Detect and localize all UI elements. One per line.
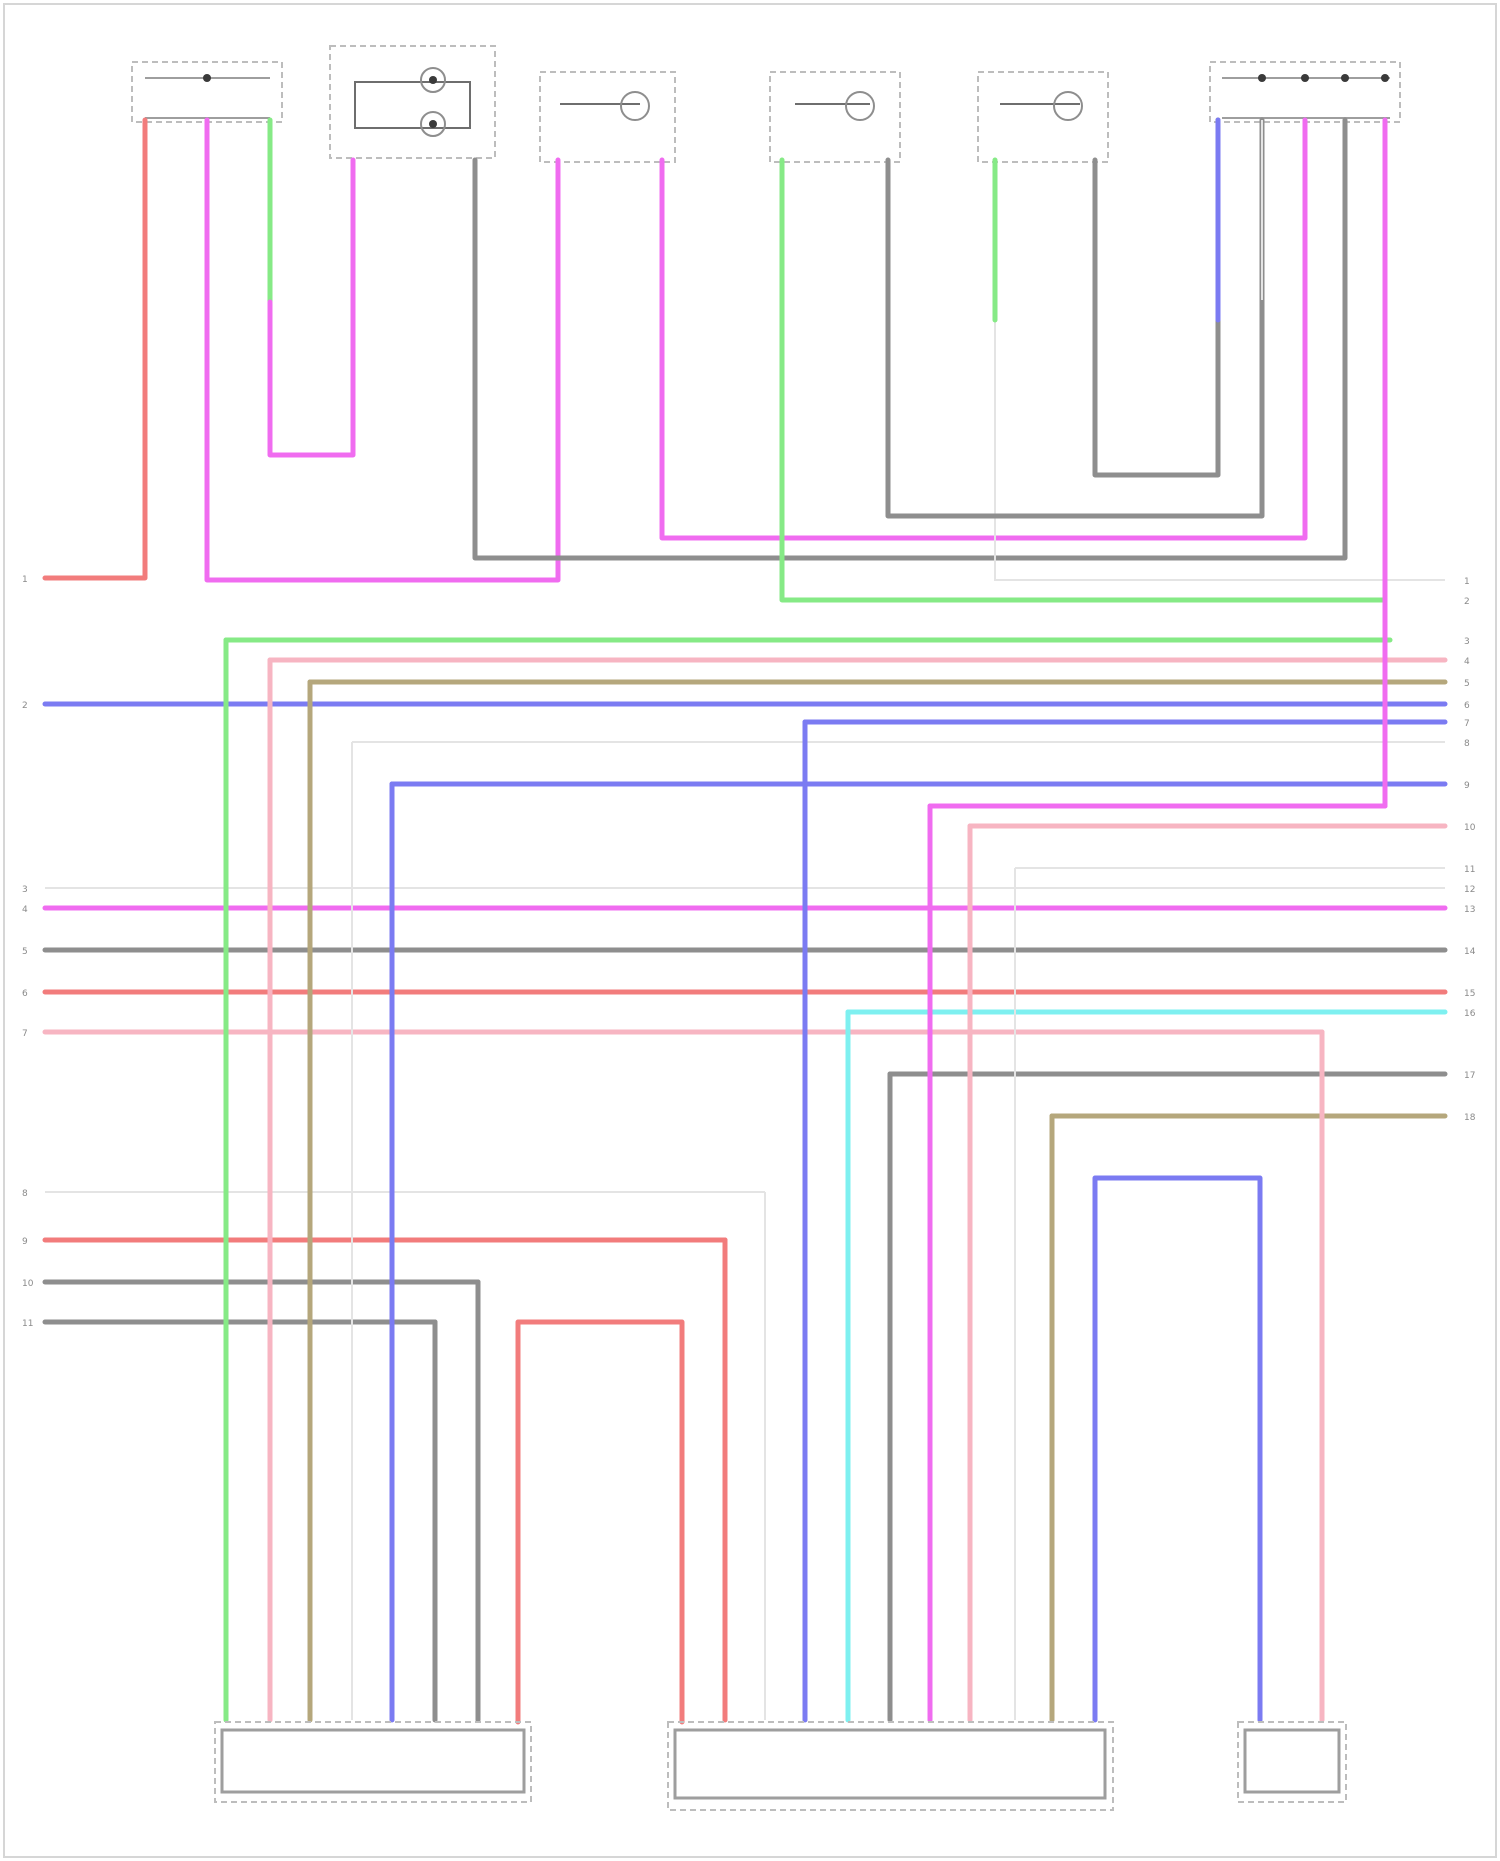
- left-pin-2: 2: [22, 701, 28, 711]
- left-pin-6: 6: [22, 989, 28, 999]
- wire-red-drop-1: [518, 1322, 682, 1722]
- component-1-outline: [132, 62, 282, 122]
- switch-symbol-3: [621, 92, 649, 120]
- node-top-4: [1341, 74, 1349, 82]
- right-pin-15: 15: [1464, 989, 1475, 999]
- component-5-outline: [978, 72, 1108, 162]
- connector-a-outline: [215, 1722, 531, 1802]
- right-pin-17: 17: [1464, 1071, 1475, 1081]
- component-3-outline: [540, 72, 675, 162]
- right-pin-6: 6: [1464, 701, 1470, 711]
- right-pin-1: 1: [1464, 577, 1470, 587]
- node-top-3: [1301, 74, 1309, 82]
- wire-gray-top-2: [888, 120, 1262, 516]
- wire-gray-top-1: [475, 120, 1345, 558]
- right-pin-3: 3: [1464, 637, 1470, 647]
- component-6-outline: [1210, 62, 1400, 122]
- wire-blue-drop-3: [1095, 1178, 1260, 1720]
- right-pin-10: 10: [1464, 823, 1476, 833]
- left-pin-7: 7: [22, 1029, 28, 1039]
- wire-gray-top-3: [1095, 120, 1218, 475]
- left-pin-4: 4: [22, 905, 28, 915]
- connector-a-body: [222, 1730, 524, 1792]
- left-pin-11: 11: [22, 1319, 33, 1329]
- right-pin-8: 8: [1464, 739, 1470, 749]
- switch-symbol-5: [1054, 92, 1082, 120]
- left-pin-10: 10: [22, 1279, 34, 1289]
- wire-pink-top-1: [207, 120, 558, 580]
- node-top-1: [203, 74, 211, 82]
- wire-green-top-2: [782, 160, 1385, 600]
- switch-symbol-4: [846, 92, 874, 120]
- node-top-2: [1258, 74, 1266, 82]
- top-components: [132, 46, 1400, 162]
- left-pin-1: 1: [22, 575, 28, 585]
- node-switch-2b: [429, 120, 437, 128]
- right-pin-16: 16: [1464, 1009, 1476, 1019]
- right-pin-13: 13: [1464, 905, 1475, 915]
- right-pin-2: 2: [1464, 597, 1470, 607]
- wire-pink-top-2: [270, 160, 353, 455]
- drop-wires: [226, 640, 1322, 1722]
- left-pin-9: 9: [22, 1237, 28, 1247]
- right-pin-5: 5: [1464, 679, 1470, 689]
- connector-c-body: [1245, 1730, 1339, 1792]
- left-pin-8: 8: [22, 1189, 28, 1199]
- wire-red-top: [45, 120, 145, 578]
- right-pin-11: 11: [1464, 865, 1475, 875]
- component-4-outline: [770, 72, 900, 162]
- right-pin-18: 18: [1464, 1113, 1476, 1123]
- connector-c-outline: [1238, 1722, 1346, 1802]
- right-pin-9: 9: [1464, 781, 1470, 791]
- right-pin-4: 4: [1464, 657, 1470, 667]
- right-pin-14: 14: [1464, 947, 1476, 957]
- right-pin-7: 7: [1464, 719, 1470, 729]
- right-pin-12: 12: [1464, 885, 1475, 895]
- left-pin-5: 5: [22, 947, 28, 957]
- left-pin-3: 3: [22, 885, 28, 895]
- node-switch-2a: [429, 76, 437, 84]
- bus-wires: [45, 640, 1445, 1322]
- node-top-5: [1381, 74, 1389, 82]
- left-pin-labels: 1 2 3 4 5 6 7 8 9 10 11: [22, 575, 34, 1329]
- lower-connectors: [215, 1722, 1346, 1810]
- connector-b-body: [675, 1730, 1105, 1798]
